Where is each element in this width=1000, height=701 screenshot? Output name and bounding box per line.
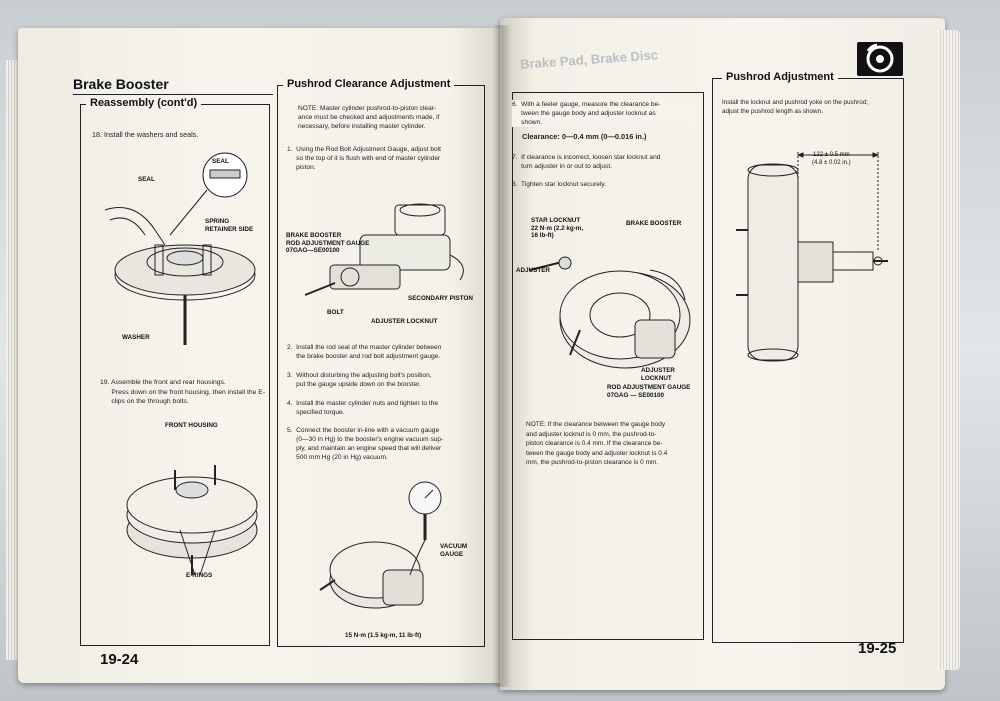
title-rule — [73, 94, 273, 96]
label-adjuster-locknut-left: ADJUSTER LOCKNUT — [371, 318, 438, 325]
vacuum-gauge-illustration — [319, 481, 442, 609]
step-5-text: 5. Connect the booster in-line with a va… — [287, 427, 444, 461]
right-page-edges — [938, 30, 960, 670]
label-seal-top: SEAL — [212, 158, 229, 165]
step-4-text: 4. Install the master cylinder nuts and … — [287, 400, 439, 416]
pushrod-adjustment-text: Install the locknut and pushrod yoke on … — [722, 99, 868, 115]
gauge-illustration — [304, 203, 464, 296]
label-spring-retainer: SPRING RETAINER SIDE — [205, 218, 254, 233]
label-adjuster: ADJUSTER — [516, 267, 550, 274]
label-washer: WASHER — [122, 334, 150, 341]
step-6-text: 6. With a feeler gauge, measure the clea… — [512, 100, 702, 127]
section-heading-reassembly: Reassembly (cont'd) — [86, 97, 202, 109]
step-2-text: 2. Install the rod seal of the master cy… — [287, 344, 442, 360]
label-vacuum-gauge: VACUUM GAUGE — [440, 543, 468, 558]
dimension-122mm: 122 ± 0.5 mm (4.8 ± 0.02 in.) — [812, 152, 851, 166]
section-heading-pushrod-adjustment: Pushrod Adjustment — [722, 71, 838, 83]
step-1-text: 1. Using the Rod Bolt Adjustment Gauge, … — [287, 146, 441, 171]
step-18-text: 18. Install the washers and seals. — [92, 130, 199, 139]
right-page — [500, 18, 945, 690]
step-8-text: 8. Tighten star locknut securely. — [512, 181, 607, 188]
step-3-text: 3. Without disturbing the adjusting bolt… — [287, 372, 432, 388]
label-e-rings: E-RINGS — [186, 572, 213, 579]
label-star-locknut: STAR LOCKNUT 22 N·m (2.2 kg-m, 16 lb-ft) — [531, 217, 584, 240]
clearance-spec: Clearance: 0—0.4 mm (0—0.016 in.) — [522, 132, 647, 141]
label-secondary-piston: SECONDARY PISTON — [408, 295, 473, 302]
label-rod-gauge-right: ROD ADJUSTMENT GAUGE 07GAG — SE00100 — [607, 384, 691, 399]
washer-seal-illustration — [104, 152, 256, 345]
book-spine-shadow — [492, 25, 512, 687]
page-number-left: 19-24 — [100, 651, 139, 668]
star-locknut-illustration — [529, 256, 691, 369]
label-seal-left: SEAL — [138, 176, 155, 183]
page-number-right: 19-25 — [858, 640, 897, 657]
label-brake-booster: BRAKE BOOSTER — [626, 220, 682, 227]
page-title-brake-booster: Brake Booster — [73, 76, 169, 92]
step-19-text: 19. Assemble the front and rear housings… — [100, 379, 266, 405]
pushrod-dimension-illustration — [736, 152, 888, 362]
label-bolt: BOLT — [327, 309, 344, 316]
label-torque-15nm: 15 N·m (1.5 kg-m, 11 lb-ft) — [345, 632, 422, 639]
right-col1-frame — [512, 92, 704, 640]
clearance-note-right: NOTE: If the clearance between the gauge… — [526, 421, 668, 467]
step-7-text: 7. If clearance is incorrect, loosen sta… — [512, 154, 661, 170]
brake-disc-icon — [857, 42, 903, 76]
label-adjuster-locknut-right: ADJUSTER LOCKNUT — [641, 367, 675, 382]
label-front-housing: FRONT HOUSING — [165, 422, 218, 429]
clearance-note: NOTE: Master cylinder pushrod-to-piston … — [298, 105, 440, 130]
section-heading-pushrod-clearance: Pushrod Clearance Adjustment — [283, 78, 455, 90]
label-rod-adjustment-gauge: BRAKE BOOSTER ROD ADJUSTMENT GAUGE 07GAG… — [286, 232, 370, 255]
housing-illustration — [126, 465, 258, 576]
